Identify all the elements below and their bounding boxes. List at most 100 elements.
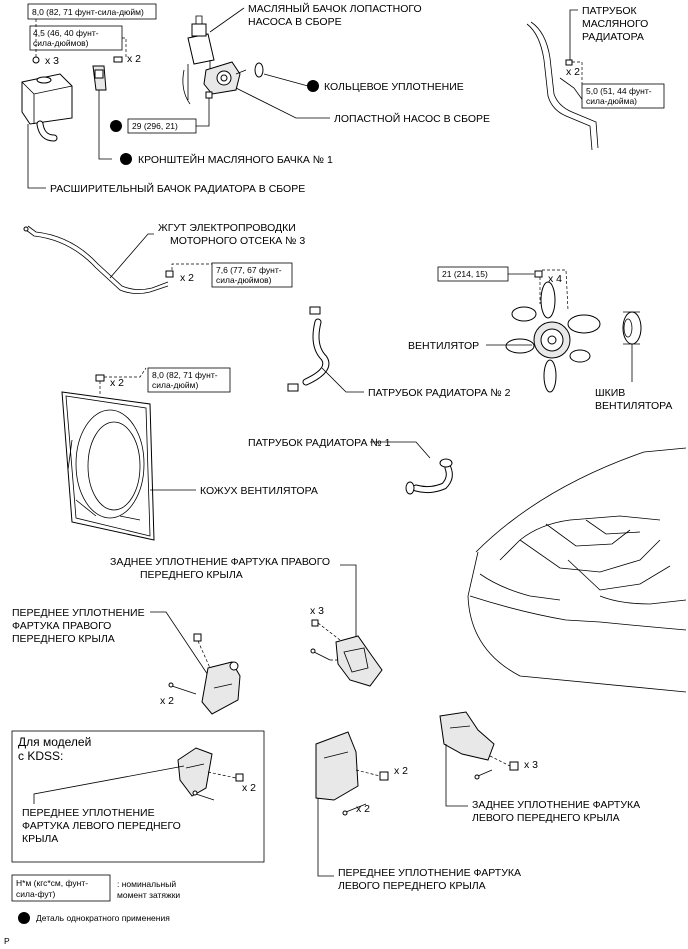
label-pulley: ШКИВ: [595, 387, 625, 399]
label-ps-reservoir: МАСЛЯНЫЙ БАЧОК ЛОПАСТНОГО: [248, 2, 422, 15]
screw-icon: [342, 803, 367, 816]
torque-box-shroud: 8,0 (82, 71 фунт- сила-дюйм): [147, 367, 231, 393]
kdss-title: Для моделей: [18, 735, 91, 749]
label-fr-rh-seal: ПЕРЕДНЕГО КРЫЛА: [12, 633, 115, 645]
torque-box-bracket: 4,5 (46, 40 фунт- сила-дюймов): [29, 25, 123, 51]
quantity-label: x 4: [548, 273, 562, 285]
quantity-label: x 2: [242, 782, 256, 794]
clip-icon: [193, 633, 202, 642]
torque-box-cooler: 5,0 (51, 44 фунт- сила-дюйма): [581, 83, 665, 109]
label-wire: МОТОРНОГО ОТСЕКА № 3: [170, 235, 305, 247]
legend-non-reusable: Деталь однократного применения: [18, 912, 170, 924]
kdss-seal-icon: [177, 747, 213, 797]
non-reusable-marker-icon: [307, 80, 319, 92]
quantity-label: x 2: [180, 272, 194, 284]
torque-value: 7,6 (77, 67 фунт-: [216, 265, 282, 275]
label-cooler-hose: ПАТРУБОК: [582, 5, 638, 17]
kdss-title: с KDSS:: [18, 749, 63, 763]
label-fr-lh-seal: ПЕРЕДНЕЕ УПЛОТНЕНИЕ ФАРТУКА: [338, 867, 521, 879]
o-ring-icon: [254, 62, 264, 78]
non-reusable-marker-icon: [110, 120, 122, 132]
fan-pulley-icon: [622, 311, 642, 345]
quantity-label: x 2: [160, 695, 174, 707]
legend-unit: Н*м (кгс*см, фунт-: [16, 878, 88, 888]
label-o-ring: КОЛЬЦЕВОЕ УПЛОТНЕНИЕ: [324, 81, 464, 93]
nut-icon: [165, 270, 174, 278]
label-rr-rh-seal: ПЕРЕДНЕГО КРЫЛА: [140, 569, 243, 581]
torque-box-wire: 7,6 (77, 67 фунт- сила-дюймов): [211, 262, 293, 288]
legend-non-reusable-text: Деталь однократного применения: [36, 913, 170, 923]
clip-icon: [379, 771, 389, 781]
label-cooler-hose: РАДИАТОРА: [582, 31, 644, 43]
torque-value: 21 (214, 15): [442, 269, 488, 279]
quantity-label: x 2: [127, 53, 141, 65]
fan-icon: [505, 281, 601, 393]
label-hose-1: ПАТРУБОК РАДИАТОРА № 1: [248, 437, 391, 449]
label-rr-lh-seal: ЗАДНЕЕ УПЛОТНЕНИЕ ФАРТУКА: [472, 799, 640, 811]
bolt-icon: [32, 56, 40, 64]
torque-value: 5,0 (51, 44 фунт-: [586, 86, 652, 96]
non-reusable-marker-icon: [120, 153, 132, 165]
label-reserve-tank: РАСШИРИТЕЛЬНЫЙ БАЧОК РАДИАТОРА В СБОРЕ: [50, 182, 305, 195]
legend-unit-desc: момент затяжки: [117, 890, 180, 900]
oil-cooler-hose-icon: [526, 21, 599, 151]
legend-unit-desc: : номинальный: [117, 879, 176, 889]
ps-reservoir-icon: [182, 15, 215, 105]
torque-value: сила-дюйм): [152, 380, 198, 390]
radiator-hose-1-icon: [405, 458, 453, 495]
legend-unit: сила-фут): [16, 889, 56, 899]
engine-wire-icon: [23, 225, 169, 294]
quantity-label: x 2: [110, 377, 124, 389]
label-kdss-seal: ПЕРЕДНЕЕ УПЛОТНЕНИЕ: [22, 807, 155, 819]
label-bracket: КРОНШТЕЙН МАСЛЯНОГО БАЧКА № 1: [138, 153, 333, 166]
fr-lh-seal-icon: [315, 731, 359, 801]
vane-pump-icon: [203, 61, 247, 95]
fan-shroud-icon: [61, 391, 155, 541]
reservoir-bracket-icon: [92, 65, 107, 91]
torque-value: 8,0 (82, 71 фунт-сила-дюйм): [32, 7, 144, 17]
label-kdss-seal: ФАРТУКА ЛЕВОГО ПЕРЕДНЕГО: [22, 820, 181, 832]
clip-icon: [235, 773, 244, 782]
quantity-label: x 2: [566, 66, 580, 78]
screw-icon: [192, 790, 215, 801]
rr-lh-seal-icon: [439, 711, 495, 761]
torque-value: 8,0 (82, 71 фунт-: [152, 370, 218, 380]
quantity-label: x 2: [356, 803, 370, 815]
torque-value: сила-дюймов): [33, 38, 89, 48]
nut-icon: [534, 270, 543, 278]
quantity-label: x 2: [394, 765, 408, 777]
label-rr-lh-seal: ЛЕВОГО ПЕРЕДНЕГО КРЫЛА: [472, 812, 620, 824]
label-hose-2: ПАТРУБОК РАДИАТОРА № 2: [368, 387, 511, 399]
kdss-models-box: [11, 730, 265, 863]
quantity-label: x 3: [45, 55, 59, 67]
label-vane-pump: ЛОПАСТНОЙ НАСОС В СБОРЕ: [334, 112, 490, 125]
torque-value: сила-дюймов): [216, 275, 272, 285]
label-fr-rh-seal: ФАРТУКА ПРАВОГО: [12, 620, 111, 632]
radiator-reserve-tank-icon: [21, 73, 73, 142]
label-ps-reservoir: НАСОСА В СБОРЕ: [248, 16, 342, 28]
legend-torque-unit: Н*м (кгс*см, фунт- сила-фут) : номинальн…: [11, 874, 180, 902]
label-rr-rh-seal: ЗАДНЕЕ УПЛОТНЕНИЕ ФАРТУКА ПРАВОГО: [110, 556, 330, 568]
fr-rh-seal-icon: [201, 661, 241, 715]
bolt-icon: [95, 374, 105, 382]
torque-value: 29 (296, 21): [132, 121, 178, 131]
quantity-label: x 3: [524, 759, 538, 771]
label-shroud: КОЖУХ ВЕНТИЛЯТОРА: [200, 485, 318, 497]
torque-box-fan: 21 (214, 15): [437, 266, 509, 282]
screw-icon: [168, 682, 197, 695]
bolt-icon: [113, 56, 123, 63]
label-fan: ВЕНТИЛЯТОР: [408, 340, 479, 352]
label-fr-rh-seal: ПЕРЕДНЕЕ УПЛОТНЕНИЕ: [12, 607, 145, 619]
torque-box-pump: 29 (296, 21): [127, 118, 197, 134]
quantity-label: x 3: [310, 605, 324, 617]
label-fr-lh-seal: ЛЕВОГО ПЕРЕДНЕГО КРЫЛА: [338, 880, 486, 892]
footer-code: P: [4, 936, 10, 946]
label-wire: ЖГУТ ЭЛЕКТРОПРОВОДКИ: [158, 222, 296, 234]
bolt-icon: [205, 91, 213, 99]
rr-rh-seal-icon: [335, 635, 383, 687]
radiator-hose-2-icon: [287, 306, 330, 392]
vehicle-engine-bay-icon: [467, 447, 687, 693]
non-reusable-marker-icon: [18, 912, 30, 924]
clip-icon: [509, 761, 519, 771]
